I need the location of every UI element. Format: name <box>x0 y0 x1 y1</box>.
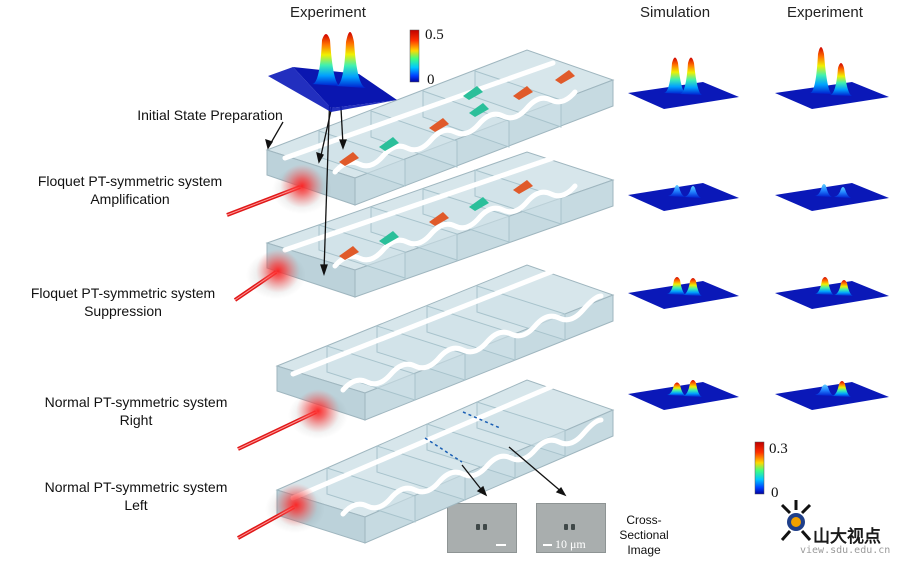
waveguide-chip-2 <box>265 151 615 298</box>
initial-state-label: Initial State Preparation <box>137 107 283 123</box>
colorbar-top-max: 0.5 <box>425 27 444 43</box>
watermark-logo-icon <box>780 500 812 541</box>
cross-section-caption-line1: Cross-Sectional <box>619 513 669 542</box>
normal-left-line1: Normal PT-symmetric system <box>44 479 228 495</box>
simulation-plot-3 <box>628 277 739 309</box>
floquet-amplification-line2: Amplification <box>90 191 170 207</box>
floquet-amplification-line1: Floquet PT-symmetric system <box>37 173 223 189</box>
normal-left-line2: Left <box>124 497 148 513</box>
colorbar-top-min: 0 <box>427 72 435 88</box>
waveguide-chip-3 <box>275 264 615 421</box>
floquet-amplification-label: Floquet PT-symmetric system Amplificatio… <box>20 172 240 208</box>
laser-2 <box>233 249 306 302</box>
colorbar-top <box>409 29 420 83</box>
simulation-header: Simulation <box>640 4 711 21</box>
simulation-plot-2 <box>628 183 739 211</box>
normal-right-label: Normal PT-symmetric system Right <box>24 393 248 429</box>
laser-3 <box>237 389 348 451</box>
experiment-plot-3 <box>775 277 889 309</box>
cross-section-caption: Cross-Sectional Image <box>604 513 684 558</box>
cross-section-image-left <box>447 503 517 553</box>
experiment-top-header: Experiment <box>290 4 366 21</box>
simulation-plot-1 <box>628 57 739 109</box>
colorbar-bottom <box>754 441 765 495</box>
colorbar-bottom-max: 0.3 <box>769 441 788 457</box>
normal-left-label: Normal PT-symmetric system Left <box>24 478 248 514</box>
experiment-top-plot <box>268 32 397 112</box>
watermark-logo-text: 山大视点 <box>813 527 881 547</box>
colorbar-bottom-min: 0 <box>771 485 779 501</box>
normal-right-line1: Normal PT-symmetric system <box>44 394 228 410</box>
laser-4 <box>237 483 325 540</box>
floquet-suppression-label: Floquet PT-symmetric system Suppression <box>8 284 238 320</box>
laser-1 <box>226 164 332 217</box>
annotation-arrows <box>265 87 567 497</box>
experiment-plot-2 <box>775 183 889 211</box>
floquet-suppression-line1: Floquet PT-symmetric system <box>30 285 216 301</box>
experiment-right-header: Experiment <box>787 4 863 21</box>
experiment-plot-4 <box>775 381 889 410</box>
floquet-suppression-line2: Suppression <box>84 303 162 319</box>
experiment-plot-1 <box>775 47 889 109</box>
cross-section-image-right: 10 μm <box>536 503 606 553</box>
waveguide-chip-1 <box>265 49 615 206</box>
scale-bar-label: 10 μm <box>555 537 586 551</box>
normal-right-line2: Right <box>119 412 153 428</box>
watermark-url: view.sdu.edu.cn <box>800 545 891 556</box>
simulation-plot-4 <box>628 380 739 410</box>
cross-section-caption-line2: Image <box>627 543 661 557</box>
